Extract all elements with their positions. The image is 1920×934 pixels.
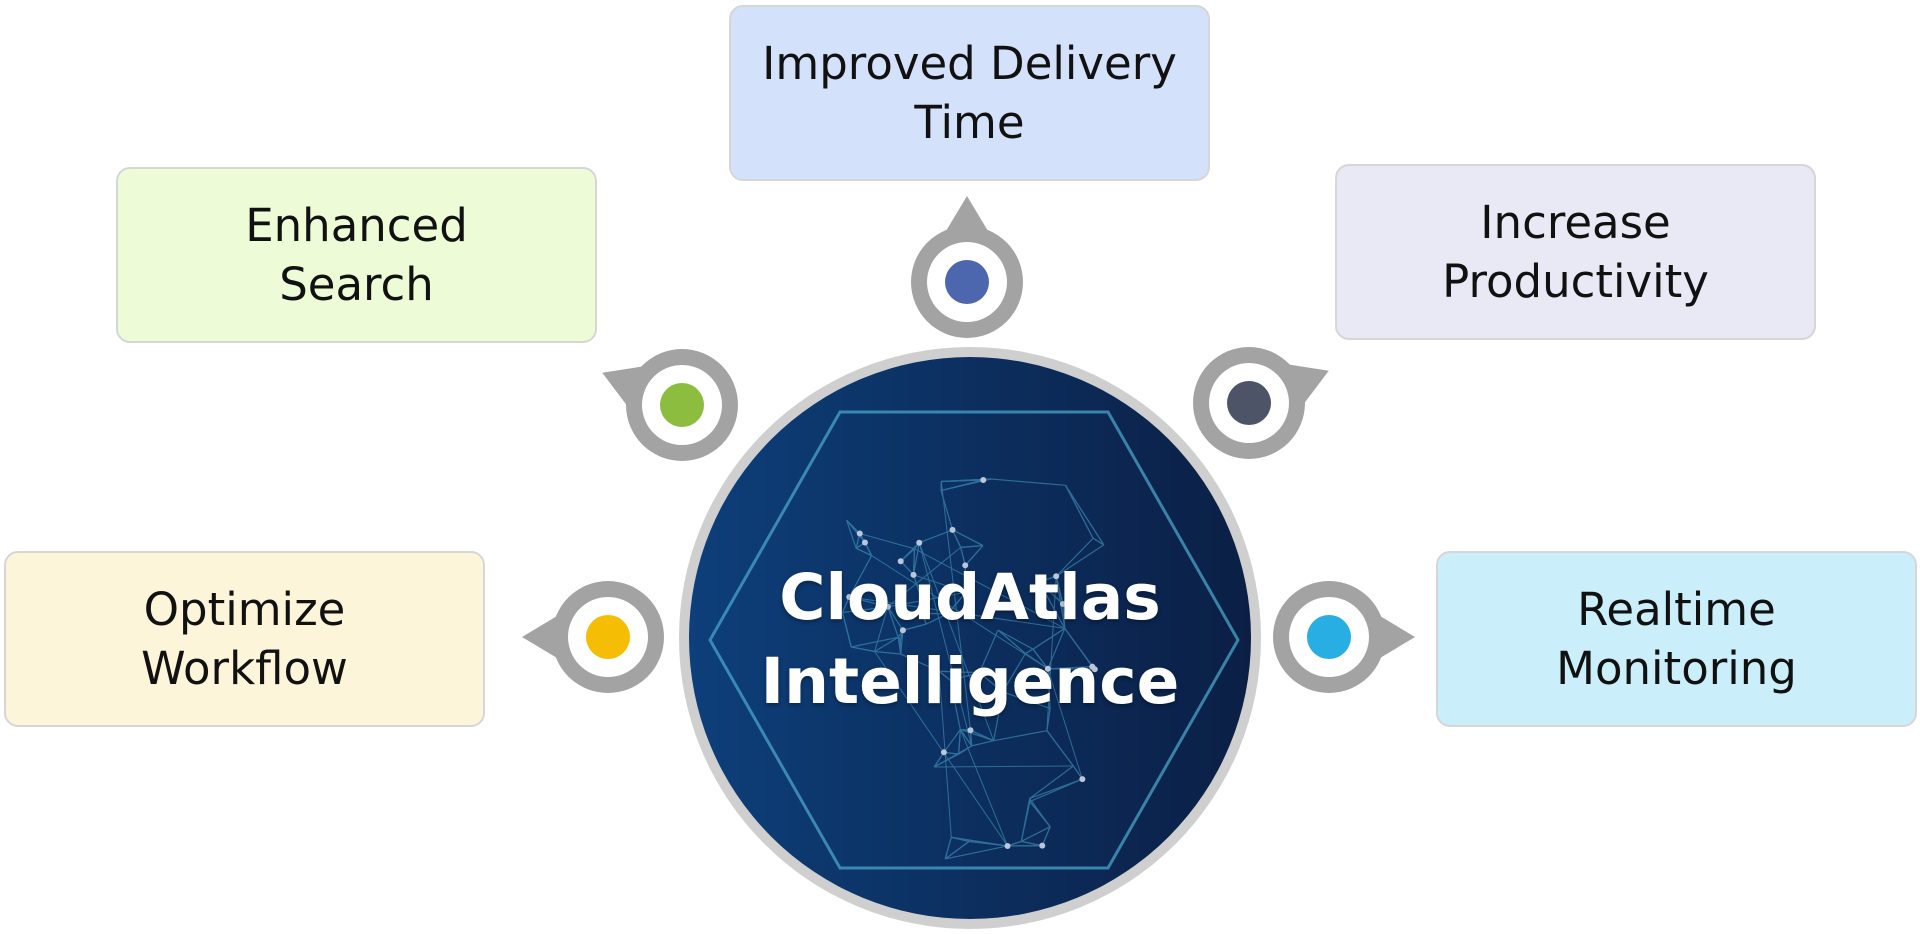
card-enhanced-search: Enhanced Search <box>116 167 597 343</box>
dot-icon <box>586 615 630 659</box>
card-label: Realtime Monitoring <box>1556 583 1797 695</box>
network-nodes <box>846 476 1098 849</box>
card-improved-delivery-time: Improved Delivery Time <box>729 5 1210 181</box>
dot-icon <box>1227 381 1271 425</box>
connector-realtime-monitoring <box>1273 581 1415 693</box>
card-optimize-workflow: Optimize Workflow <box>4 551 485 727</box>
network-lines <box>841 478 1105 860</box>
connector-increase-productivity <box>1193 347 1329 459</box>
card-label: Optimize Workflow <box>141 583 348 695</box>
card-label: Improved Delivery Time <box>762 37 1177 149</box>
hub-circle <box>679 347 1261 929</box>
dot-icon <box>1307 615 1351 659</box>
connector-enhanced-search <box>602 349 738 461</box>
hub-hexagon-outline <box>708 410 1240 870</box>
card-label: Increase Productivity <box>1442 196 1709 308</box>
card-increase-productivity: Increase Productivity <box>1335 164 1816 340</box>
hub-title: CloudAtlas Intelligence <box>760 561 1180 718</box>
card-label: Enhanced Search <box>245 199 468 311</box>
connector-improved-delivery-time <box>911 196 1023 338</box>
card-realtime-monitoring: Realtime Monitoring <box>1436 551 1917 727</box>
connector-optimize-workflow <box>522 581 664 693</box>
dot-icon <box>945 260 989 304</box>
hub-network-pattern <box>708 410 1240 870</box>
dot-icon <box>660 383 704 427</box>
